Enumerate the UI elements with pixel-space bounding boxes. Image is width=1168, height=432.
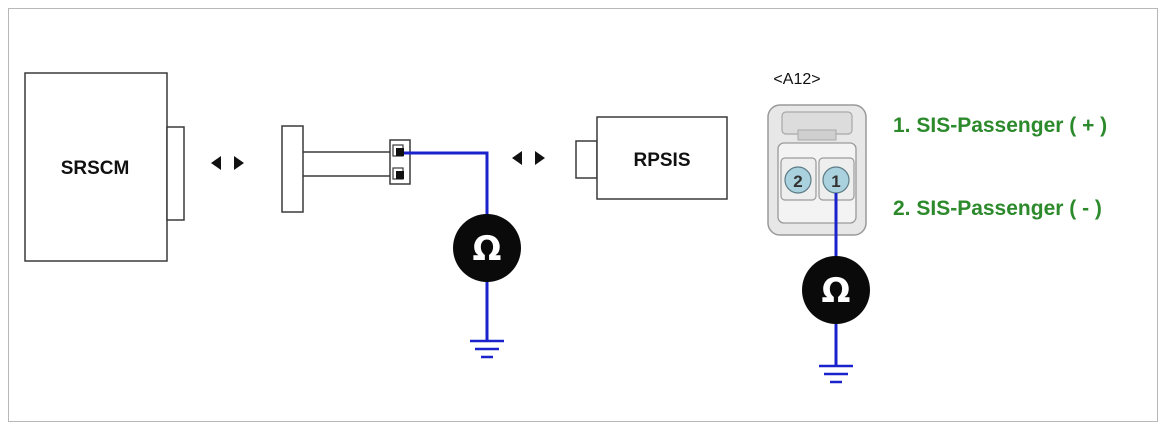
rpsis-connector-stub	[575, 140, 598, 179]
ground-icon	[819, 364, 853, 384]
double-arrow-icon	[512, 151, 545, 165]
svg-text:1: 1	[831, 172, 840, 191]
pin-2-description: 2. SIS-Passenger ( - )	[893, 197, 1102, 220]
connector-pin-2	[784, 166, 812, 194]
rpsis-body	[596, 116, 728, 200]
ohmmeter-icon: Ω	[453, 214, 521, 282]
double-arrow-icon	[211, 156, 244, 170]
srscm-body	[24, 72, 168, 262]
test-lead-wire	[404, 151, 489, 215]
svg-text:Ω: Ω	[473, 229, 502, 269]
harness-plate	[281, 125, 304, 213]
pin-1-description: 1. SIS-Passenger ( + )	[893, 114, 1107, 137]
ohmmeter-icon: Ω	[802, 256, 870, 324]
rpsis-label: RPSIS	[633, 150, 690, 171]
srscm-module: SRSCM	[24, 72, 185, 262]
svg-text:Ω: Ω	[822, 271, 851, 311]
rpsis-module: RPSIS	[575, 116, 728, 200]
harness-connector	[281, 125, 411, 213]
srscm-label: SRSCM	[61, 158, 130, 179]
connector-name: <A12>	[773, 71, 820, 88]
svg-text:2: 2	[793, 172, 802, 191]
connector-a12: 2 1	[767, 104, 867, 236]
srscm-connector-stub	[166, 126, 185, 221]
diagram-frame	[8, 8, 1158, 422]
ground-icon	[470, 339, 504, 359]
